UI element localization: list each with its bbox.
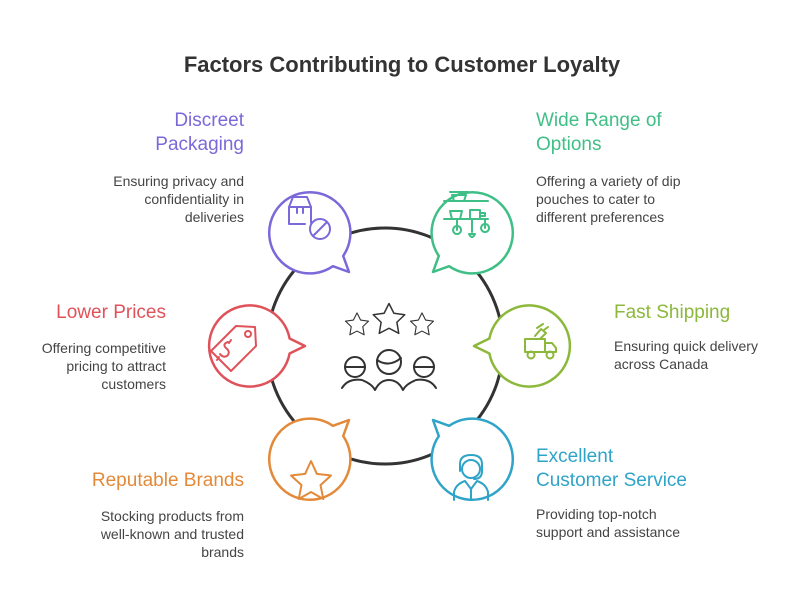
packaging-description: Ensuring privacy and confidentiality in … — [113, 172, 244, 226]
service-title-line2: Customer Service — [536, 470, 687, 491]
stars-customers-icon — [341, 302, 437, 391]
shipping-description: Ensuring quick delivery across Canada — [614, 337, 758, 373]
page-title: Factors Contributing to Customer Loyalty — [183, 52, 621, 77]
options-desc-line2: pouches to cater to — [536, 191, 656, 207]
price-tag-icon — [210, 325, 257, 372]
packaging-title-line2: Packaging — [155, 134, 244, 155]
brands-description: Stocking products from well-known and tr… — [101, 507, 244, 561]
delivery-truck-icon — [524, 323, 557, 360]
prices-desc-line1: Offering competitive — [41, 340, 166, 356]
brands-title-line1: Reputable Brands — [91, 470, 244, 491]
prices-desc-line3: customers — [101, 376, 166, 392]
options-title: Wide Range of Options — [536, 109, 662, 157]
service-title: Excellent Customer Service — [536, 445, 687, 493]
brands-pin — [267, 417, 352, 502]
brands-desc-line1: Stocking products from — [100, 508, 244, 524]
prices-pin — [207, 304, 307, 388]
packaging-desc-line3: deliveries — [184, 209, 244, 225]
prices-title-line1: Lower Prices — [56, 302, 166, 323]
star-icon — [290, 460, 332, 500]
brands-desc-line2: well-known and trusted — [100, 526, 244, 542]
options-title-line2: Options — [536, 134, 602, 155]
packaging-desc-line1: Ensuring privacy and — [113, 173, 244, 189]
packaging-title-line1: Discreet — [174, 110, 244, 131]
service-title-line1: Excellent — [536, 446, 614, 467]
options-desc-line1: Offering a variety of dip — [536, 173, 681, 189]
shelf-icon — [443, 191, 491, 238]
prices-title: Lower Prices — [56, 301, 166, 325]
shipping-title-line1: Fast Shipping — [614, 302, 731, 323]
service-desc-line1: Providing top-notch — [536, 506, 657, 522]
options-description: Offering a variety of dip pouches to cat… — [536, 172, 680, 226]
brands-desc-line3: brands — [201, 544, 244, 560]
service-desc-line2: support and assistance — [536, 524, 680, 540]
shipping-pin — [472, 304, 572, 388]
prices-desc-line2: pricing to attract — [66, 358, 166, 374]
service-description: Providing top-notch support and assistan… — [536, 505, 680, 541]
packaging-desc-line2: confidentiality in — [144, 191, 244, 207]
shipping-title: Fast Shipping — [614, 301, 730, 325]
support-agent-icon — [453, 454, 489, 501]
shipping-desc-line2: across Canada — [614, 356, 709, 372]
brands-title: Reputable Brands — [92, 469, 244, 493]
options-desc-line3: different preferences — [536, 209, 665, 225]
shipping-desc-line1: Ensuring quick delivery — [614, 338, 758, 354]
options-title-line1: Wide Range of — [536, 110, 662, 131]
packaging-title: Discreet Packaging — [155, 109, 244, 157]
package-blocked-icon — [288, 196, 331, 240]
prices-description: Offering competitive pricing to attract … — [42, 339, 166, 393]
